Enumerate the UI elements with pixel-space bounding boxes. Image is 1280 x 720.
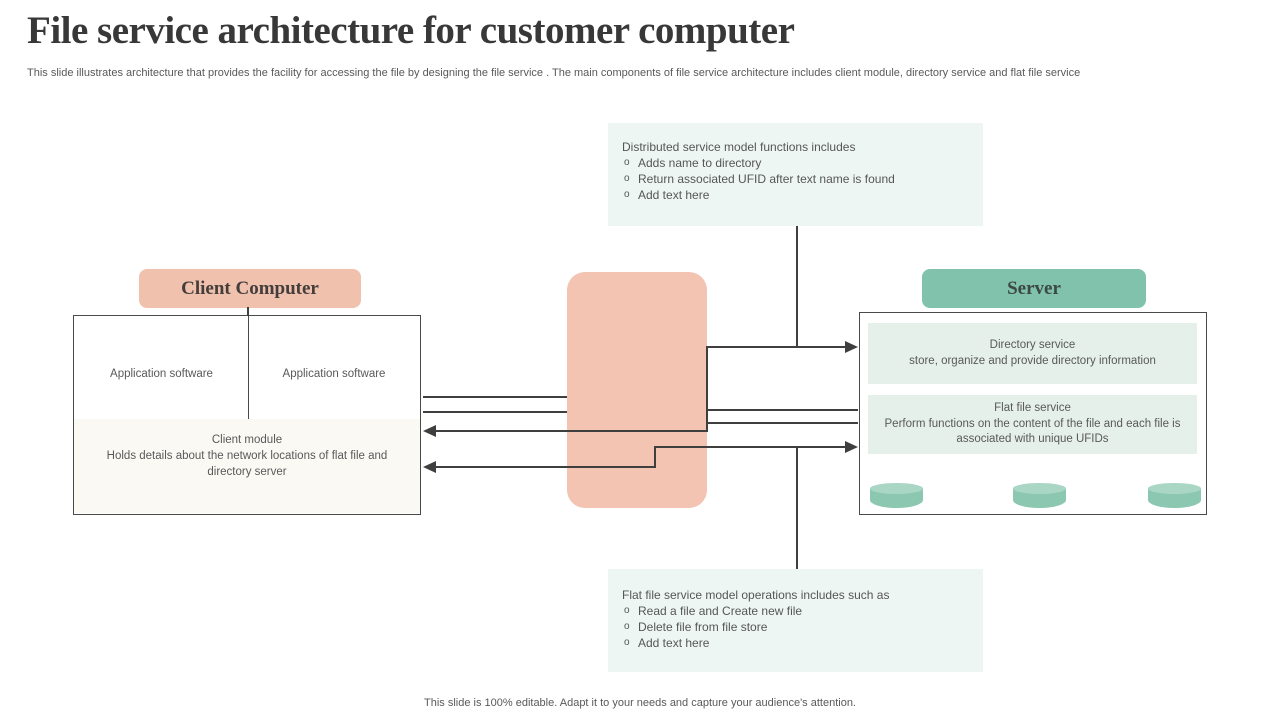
network-block — [567, 272, 707, 508]
page-title: File service architecture for customer c… — [27, 9, 795, 52]
bullet-marker: o — [624, 605, 630, 616]
server-box: Directory service store, organize and pr… — [859, 312, 1207, 515]
application-software-right: Application software — [282, 367, 386, 380]
list-item: o Return associated UFID after text name… — [622, 171, 971, 187]
note-title: Distributed service model functions incl… — [622, 140, 856, 154]
client-computer-box: Application software Application softwar… — [73, 315, 421, 515]
client-computer-label: Client Computer — [139, 269, 361, 308]
list-item: o Read a file and Create new file — [622, 603, 971, 619]
bullet-marker: o — [624, 173, 630, 184]
client-box-divider — [248, 316, 250, 419]
directory-service-desc: store, organize and provide directory in… — [909, 354, 1156, 367]
flat-file-service-band: Flat file service Perform functions on t… — [868, 395, 1197, 454]
arrowhead-right-flatfile — [845, 441, 858, 453]
bullet-marker: o — [624, 637, 630, 648]
directory-service-band: Directory service store, organize and pr… — [868, 323, 1197, 384]
slide-subtitle: This slide illustrates architecture that… — [27, 67, 1081, 79]
arrowhead-left-client-upper — [423, 425, 436, 437]
bullet-marker: o — [624, 157, 630, 168]
arrowhead-right-directory — [845, 341, 858, 353]
database-cylinder-icon — [1148, 483, 1201, 508]
bullet-text: Add text here — [638, 188, 710, 202]
application-software-left: Application software — [110, 367, 213, 380]
bullet-marker: o — [624, 621, 630, 632]
database-cylinder-icon — [870, 483, 923, 508]
server-label: Server — [922, 269, 1146, 308]
directory-service-title: Directory service — [989, 339, 1076, 351]
list-item: o Add text here — [622, 187, 971, 203]
footer-note: This slide is 100% editable. Adapt it to… — [424, 697, 856, 709]
list-item: o Delete file from file store — [622, 619, 971, 635]
client-module-title: Client module — [211, 434, 283, 446]
distributed-service-note: Distributed service model functions incl… — [608, 123, 983, 226]
bullet-text: Return associated UFID after text name i… — [638, 172, 895, 186]
client-module-section: Client module Holds details about the ne… — [74, 419, 420, 513]
note-title: Flat file service model operations inclu… — [622, 588, 890, 602]
flat-file-operations-note: Flat file service model operations inclu… — [608, 569, 983, 672]
bullet-text: Read a file and Create new file — [638, 604, 803, 618]
database-cylinder-icon — [1013, 483, 1066, 508]
bullet-marker: o — [624, 189, 630, 200]
list-item: o Adds name to directory — [622, 155, 971, 171]
bullet-text: Add text here — [638, 636, 710, 650]
arrowhead-left-client-lower — [423, 461, 436, 473]
list-item: o Add text here — [622, 635, 971, 651]
flat-file-service-title: Flat file service — [994, 402, 1071, 415]
bullet-text: Delete file from file store — [638, 620, 768, 634]
flat-file-service-desc: Perform functions on the content of the … — [884, 417, 1181, 446]
client-module-desc: Holds details about the network location… — [106, 450, 388, 478]
bullet-text: Adds name to directory — [638, 156, 762, 170]
